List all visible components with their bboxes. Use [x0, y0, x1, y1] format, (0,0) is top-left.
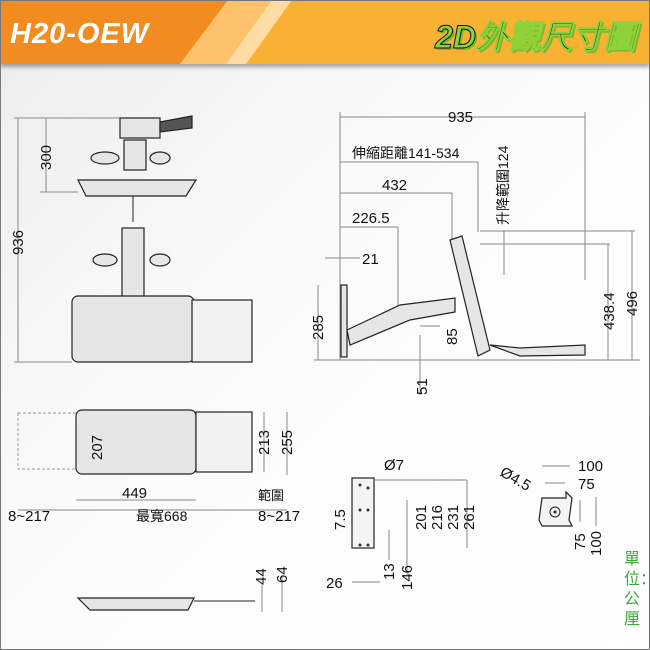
dim-231: 231 — [445, 505, 462, 530]
dim-vesa-75-h: 75 — [572, 533, 589, 550]
dim-right-range: 8~217 — [258, 508, 300, 525]
title-prefix: 2D — [435, 19, 477, 56]
dim-285: 285 — [310, 315, 327, 340]
dim-13: 13 — [381, 563, 398, 580]
dim-44: 44 — [253, 568, 270, 585]
bottom-view: 44 64 — [76, 566, 291, 612]
dim-935: 935 — [448, 109, 473, 126]
dim-255: 255 — [279, 430, 296, 455]
dim-lift-range: 升降範圍124 — [495, 145, 511, 225]
dim-85: 85 — [444, 328, 461, 345]
dim-300: 300 — [38, 145, 55, 170]
dim-range-label: 範圍 — [258, 488, 284, 503]
title-main: 外觀尺寸圖 — [475, 19, 636, 56]
model-name: H20-OEW — [10, 18, 150, 50]
dim-201: 201 — [413, 505, 430, 530]
dim-207: 207 — [89, 435, 106, 460]
dim-extension: 伸縮距離141-534 — [352, 145, 460, 161]
dim-496: 496 — [624, 291, 641, 316]
dim-449: 449 — [122, 485, 147, 502]
dim-438-4: 438.4 — [601, 292, 618, 330]
banner-stripes — [0, 0, 292, 64]
front-view: 936 300 — [10, 115, 253, 363]
dim-7-5: 7.5 — [332, 509, 349, 530]
vesa-plate-view: 100 75 Ø4.5 75 100 — [497, 458, 605, 556]
dim-64: 64 — [274, 566, 291, 583]
dim-936: 936 — [10, 230, 27, 255]
dim-21: 21 — [362, 251, 379, 268]
wall-bracket-view: Ø7 7.5 201 216 231 261 13 146 26 — [326, 457, 478, 592]
dim-vesa-100-h: 100 — [588, 531, 605, 556]
header-banner: H20-OEW 2D外觀尺寸圖 — [0, 0, 650, 64]
dim-26: 26 — [326, 575, 343, 592]
dim-hole-7: Ø7 — [384, 457, 404, 474]
dim-left-range: 8~217 — [8, 508, 50, 525]
dim-213: 213 — [256, 430, 273, 455]
dim-146: 146 — [399, 565, 416, 590]
dim-432: 432 — [382, 177, 407, 194]
dim-vesa-75-w: 75 — [578, 476, 595, 493]
dim-vesa-100-w: 100 — [578, 458, 603, 475]
unit-label: 單位：公厘 — [624, 551, 650, 628]
dim-226-5: 226.5 — [352, 210, 390, 227]
side-view: 935 伸縮距離141-534 432 226.5 21 升降範圍124 285… — [310, 109, 641, 395]
top-view: 207 213 255 449 範圍 8~217 最寬668 8~217 — [8, 409, 300, 525]
dim-51: 51 — [414, 378, 431, 395]
dim-216: 216 — [429, 505, 446, 530]
dim-max-width: 最寬668 — [136, 508, 188, 524]
page-title: 2D外觀尺寸圖 — [435, 12, 637, 58]
dim-261: 261 — [461, 505, 478, 530]
